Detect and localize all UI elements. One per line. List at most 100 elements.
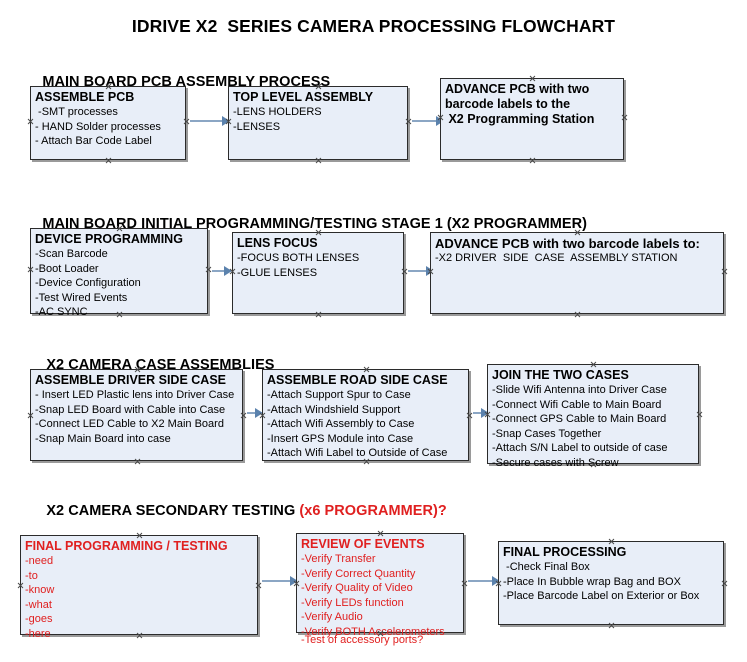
node-assemble-road-side-case[interactable]: ASSEMBLE ROAD SIDE CASE -Attach Support … bbox=[262, 369, 469, 461]
connection-handle-bottom[interactable] bbox=[574, 311, 581, 318]
page-title: IDRIVE X2 SERIES CAMERA PROCESSING FLOWC… bbox=[131, 16, 616, 36]
connection-handle-bottom[interactable] bbox=[608, 622, 615, 629]
node-top-level-assembly[interactable]: TOP LEVEL ASSEMBLY -LENS HOLDERS -LENSES bbox=[228, 86, 408, 160]
connection-handle-top[interactable] bbox=[590, 361, 597, 368]
connection-handle-right[interactable] bbox=[696, 411, 703, 418]
node-line: -Insert GPS Module into Case bbox=[267, 432, 414, 445]
node-review-of-events[interactable]: REVIEW OF EVENTS -Verify Transfer -Verif… bbox=[296, 533, 464, 646]
node-line: -Attach Wifi Assembly to Case bbox=[267, 418, 415, 430]
connection-handle-right[interactable] bbox=[240, 412, 247, 419]
connection-handle-right[interactable] bbox=[721, 580, 728, 587]
connection-handle-bottom[interactable] bbox=[529, 157, 536, 164]
connection-handle-top[interactable] bbox=[608, 538, 615, 545]
arrowhead bbox=[224, 266, 232, 276]
node-title: ADVANCE PCB with two bbox=[445, 82, 590, 96]
node-line: -to bbox=[25, 569, 38, 582]
node-line: -Device Configuration bbox=[35, 277, 141, 289]
connection-handle-right[interactable] bbox=[461, 580, 468, 587]
node-advance-pcb-driver-side-case[interactable]: ADVANCE PCB with two barcode labels to: … bbox=[430, 232, 724, 314]
connection-handle-bottom[interactable] bbox=[105, 157, 112, 164]
section-heading-x2-camera-secondary-testing: X2 CAMERA SECONDARY TESTING (x6 PROGRAMM… bbox=[30, 487, 447, 535]
node-line: - Insert LED Plastic lens into Driver Ca… bbox=[35, 389, 235, 401]
node-title: ASSEMBLE DRIVER SIDE CASE bbox=[35, 373, 227, 387]
connection-handle-top[interactable] bbox=[363, 366, 370, 373]
node-title: REVIEW OF EVENTS bbox=[301, 537, 425, 551]
connection-handle-left[interactable] bbox=[27, 412, 34, 419]
node-assemble-driver-side-case[interactable]: ASSEMBLE DRIVER SIDE CASE - Insert LED P… bbox=[30, 369, 243, 461]
connection-handle-right[interactable] bbox=[466, 412, 473, 419]
node-line: -Verify Audio bbox=[301, 611, 363, 623]
node-line: -X2 DRIVER SIDE CASE ASSEMBLY STATION bbox=[435, 252, 678, 264]
connection-handle-right[interactable] bbox=[721, 268, 728, 275]
node-advance-pcb-programming-station[interactable]: ADVANCE PCB with two barcode labels to t… bbox=[440, 78, 624, 160]
connection-handle-right[interactable] bbox=[401, 268, 408, 275]
arrowhead bbox=[290, 576, 298, 586]
node-line: -FOCUS BOTH LENSES bbox=[237, 252, 360, 264]
node-line: -Verify BOTH Accelerometers bbox=[301, 625, 445, 638]
node-line: -Check Final Box bbox=[503, 561, 590, 573]
connector-review-events-to-final-processing bbox=[468, 580, 496, 582]
node-line: barcode labels to the bbox=[445, 97, 571, 111]
connection-handle-top[interactable] bbox=[529, 75, 536, 82]
node-assemble-pcb[interactable]: ASSEMBLE PCB -SMT processes - HAND Solde… bbox=[30, 86, 186, 160]
node-line: -Boot Loader bbox=[35, 262, 99, 275]
connection-handle-bottom[interactable] bbox=[315, 311, 322, 318]
node-line: -Connect GPS Cable to Main Board bbox=[492, 413, 667, 425]
node-title: JOIN THE TWO CASES bbox=[492, 368, 629, 382]
section-heading-text: X2 CAMERA SECONDARY TESTING bbox=[46, 503, 300, 519]
node-line: -Connect Wifi Cable to Main Board bbox=[492, 398, 662, 411]
arrowhead bbox=[481, 408, 489, 418]
node-lens-focus[interactable]: LENS FOCUS -FOCUS BOTH LENSES -GLUE LENS… bbox=[232, 232, 404, 314]
connection-handle-left[interactable] bbox=[17, 582, 24, 589]
node-device-programming[interactable]: DEVICE PROGRAMMING -Scan Barcode -Boot L… bbox=[27, 228, 208, 318]
node-line: -Verify Correct Quantity bbox=[301, 567, 416, 580]
connector-device-programming-to-lens-focus bbox=[212, 270, 228, 272]
node-line: -GLUE LENSES bbox=[237, 266, 318, 279]
node-line: -Slide Wifi Antenna into Driver Case bbox=[492, 384, 667, 396]
node-line: - Attach Bar Code Label bbox=[35, 135, 152, 147]
connector-top-level-to-advance-pcb bbox=[412, 120, 440, 122]
node-line: -here bbox=[25, 627, 51, 640]
node-final-programming-testing[interactable]: FINAL PROGRAMMING / TESTING -need -to -k… bbox=[17, 535, 258, 640]
node-line: -Attach Wifi Label to Outside of Case bbox=[267, 447, 448, 459]
node-line: -Connect LED Cable to X2 Main Board bbox=[35, 418, 224, 430]
connection-handle-right[interactable] bbox=[621, 114, 628, 121]
connection-handle-bottom[interactable] bbox=[315, 157, 322, 164]
node-line: -LENSES bbox=[233, 120, 281, 133]
node-line: -what bbox=[25, 598, 52, 611]
node-line: -LENS HOLDERS bbox=[233, 106, 322, 118]
node-line: -Place In Bubble wrap Bag and BOX bbox=[503, 575, 681, 588]
node-final-processing[interactable]: FINAL PROCESSING -Check Final Box -Place… bbox=[498, 541, 724, 625]
connection-handle-right[interactable] bbox=[405, 118, 412, 125]
connector-driver-side-to-road-side bbox=[247, 412, 259, 414]
node-title: TOP LEVEL ASSEMBLY bbox=[233, 90, 374, 104]
connection-handle-left[interactable] bbox=[27, 118, 34, 125]
arrowhead bbox=[222, 116, 230, 126]
node-line: -need bbox=[25, 555, 54, 567]
node-line: - HAND Solder processes bbox=[35, 120, 161, 133]
node-line: -SMT processes bbox=[35, 106, 118, 118]
node-line: -Place Barcode Label on Exterior or Box bbox=[503, 590, 700, 602]
node-line: -goes bbox=[25, 613, 53, 625]
connection-handle-right[interactable] bbox=[205, 266, 212, 273]
node-line: -Verify Transfer bbox=[301, 553, 376, 565]
node-line: -Snap LED Board with Cable into Case bbox=[35, 403, 226, 416]
connection-handle-bottom[interactable] bbox=[134, 458, 141, 465]
node-overflow-line: -Test of accessory ports? bbox=[301, 634, 424, 646]
node-line: -Snap Main Board into case bbox=[35, 432, 171, 445]
node-line: -Verify Quality of Video bbox=[301, 582, 413, 594]
connection-handle-right[interactable] bbox=[255, 582, 262, 589]
node-join-the-two-cases[interactable]: JOIN THE TWO CASES -Slide Wifi Antenna i… bbox=[487, 361, 699, 469]
node-title: LENS FOCUS bbox=[237, 236, 318, 250]
node-line: -Snap Cases Together bbox=[492, 427, 602, 440]
connector-lens-focus-to-advance-pcb bbox=[408, 270, 430, 272]
connector-road-side-to-join-cases bbox=[473, 412, 485, 414]
node-line: -Attach S/N Label to outside of case bbox=[492, 442, 668, 454]
node-title: FINAL PROCESSING bbox=[503, 545, 627, 559]
node-line: -Scan Barcode bbox=[35, 248, 108, 260]
connector-assemble-pcb-to-top-level bbox=[190, 120, 226, 122]
connection-handle-left[interactable] bbox=[27, 266, 34, 273]
node-line: -Attach Windshield Support bbox=[267, 403, 401, 416]
connection-handle-right[interactable] bbox=[183, 118, 190, 125]
arrowhead bbox=[255, 408, 263, 418]
